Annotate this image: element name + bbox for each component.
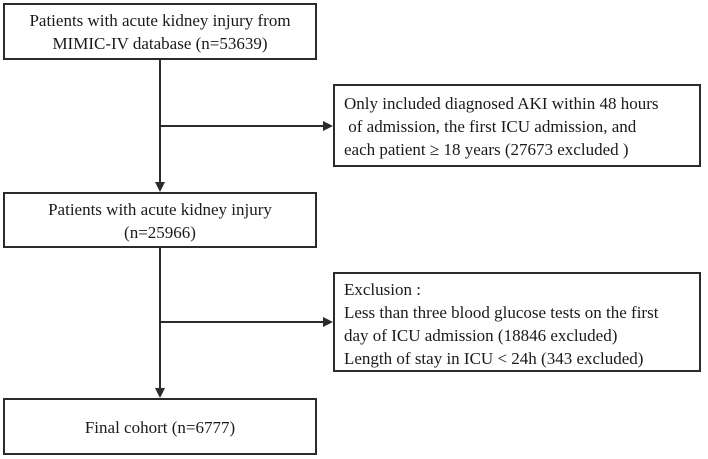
flow-box-aki-patients: Patients with acute kidney injury (n=259… xyxy=(3,192,317,248)
box-text-line: each patient ≥ 18 years (27673 excluded … xyxy=(344,140,629,159)
flow-box-final-cohort: Final cohort (n=6777) xyxy=(3,398,317,455)
box-text-line: Patients with acute kidney injury from xyxy=(29,11,291,30)
box-text-line: Patients with acute kidney injury xyxy=(48,200,272,219)
box-text-line: Less than three blood glucose tests on t… xyxy=(344,303,659,322)
box-text-line: of admission, the first ICU admission, a… xyxy=(344,117,637,136)
box-text-line: (n=25966) xyxy=(124,223,196,242)
box-text-line: Final cohort (n=6777) xyxy=(84,418,236,437)
flow-box-inclusion-criteria: Only included diagnosed AKI within 48 ho… xyxy=(333,84,701,167)
box-text-line: Exclusion : xyxy=(344,280,421,299)
flow-box-exclusion-criteria: Exclusion : Less than three blood glucos… xyxy=(333,272,701,372)
box-text-line: Length of stay in ICU < 24h (343 exclude… xyxy=(344,349,644,368)
box-text-line: Only included diagnosed AKI within 48 ho… xyxy=(344,94,659,113)
box-text-line: MIMIC-IV database (n=53639) xyxy=(52,34,268,53)
box-text-line: day of ICU admission (18846 excluded) xyxy=(344,326,618,345)
flow-box-mimic-aki-patients: Patients with acute kidney injury from M… xyxy=(3,3,317,60)
